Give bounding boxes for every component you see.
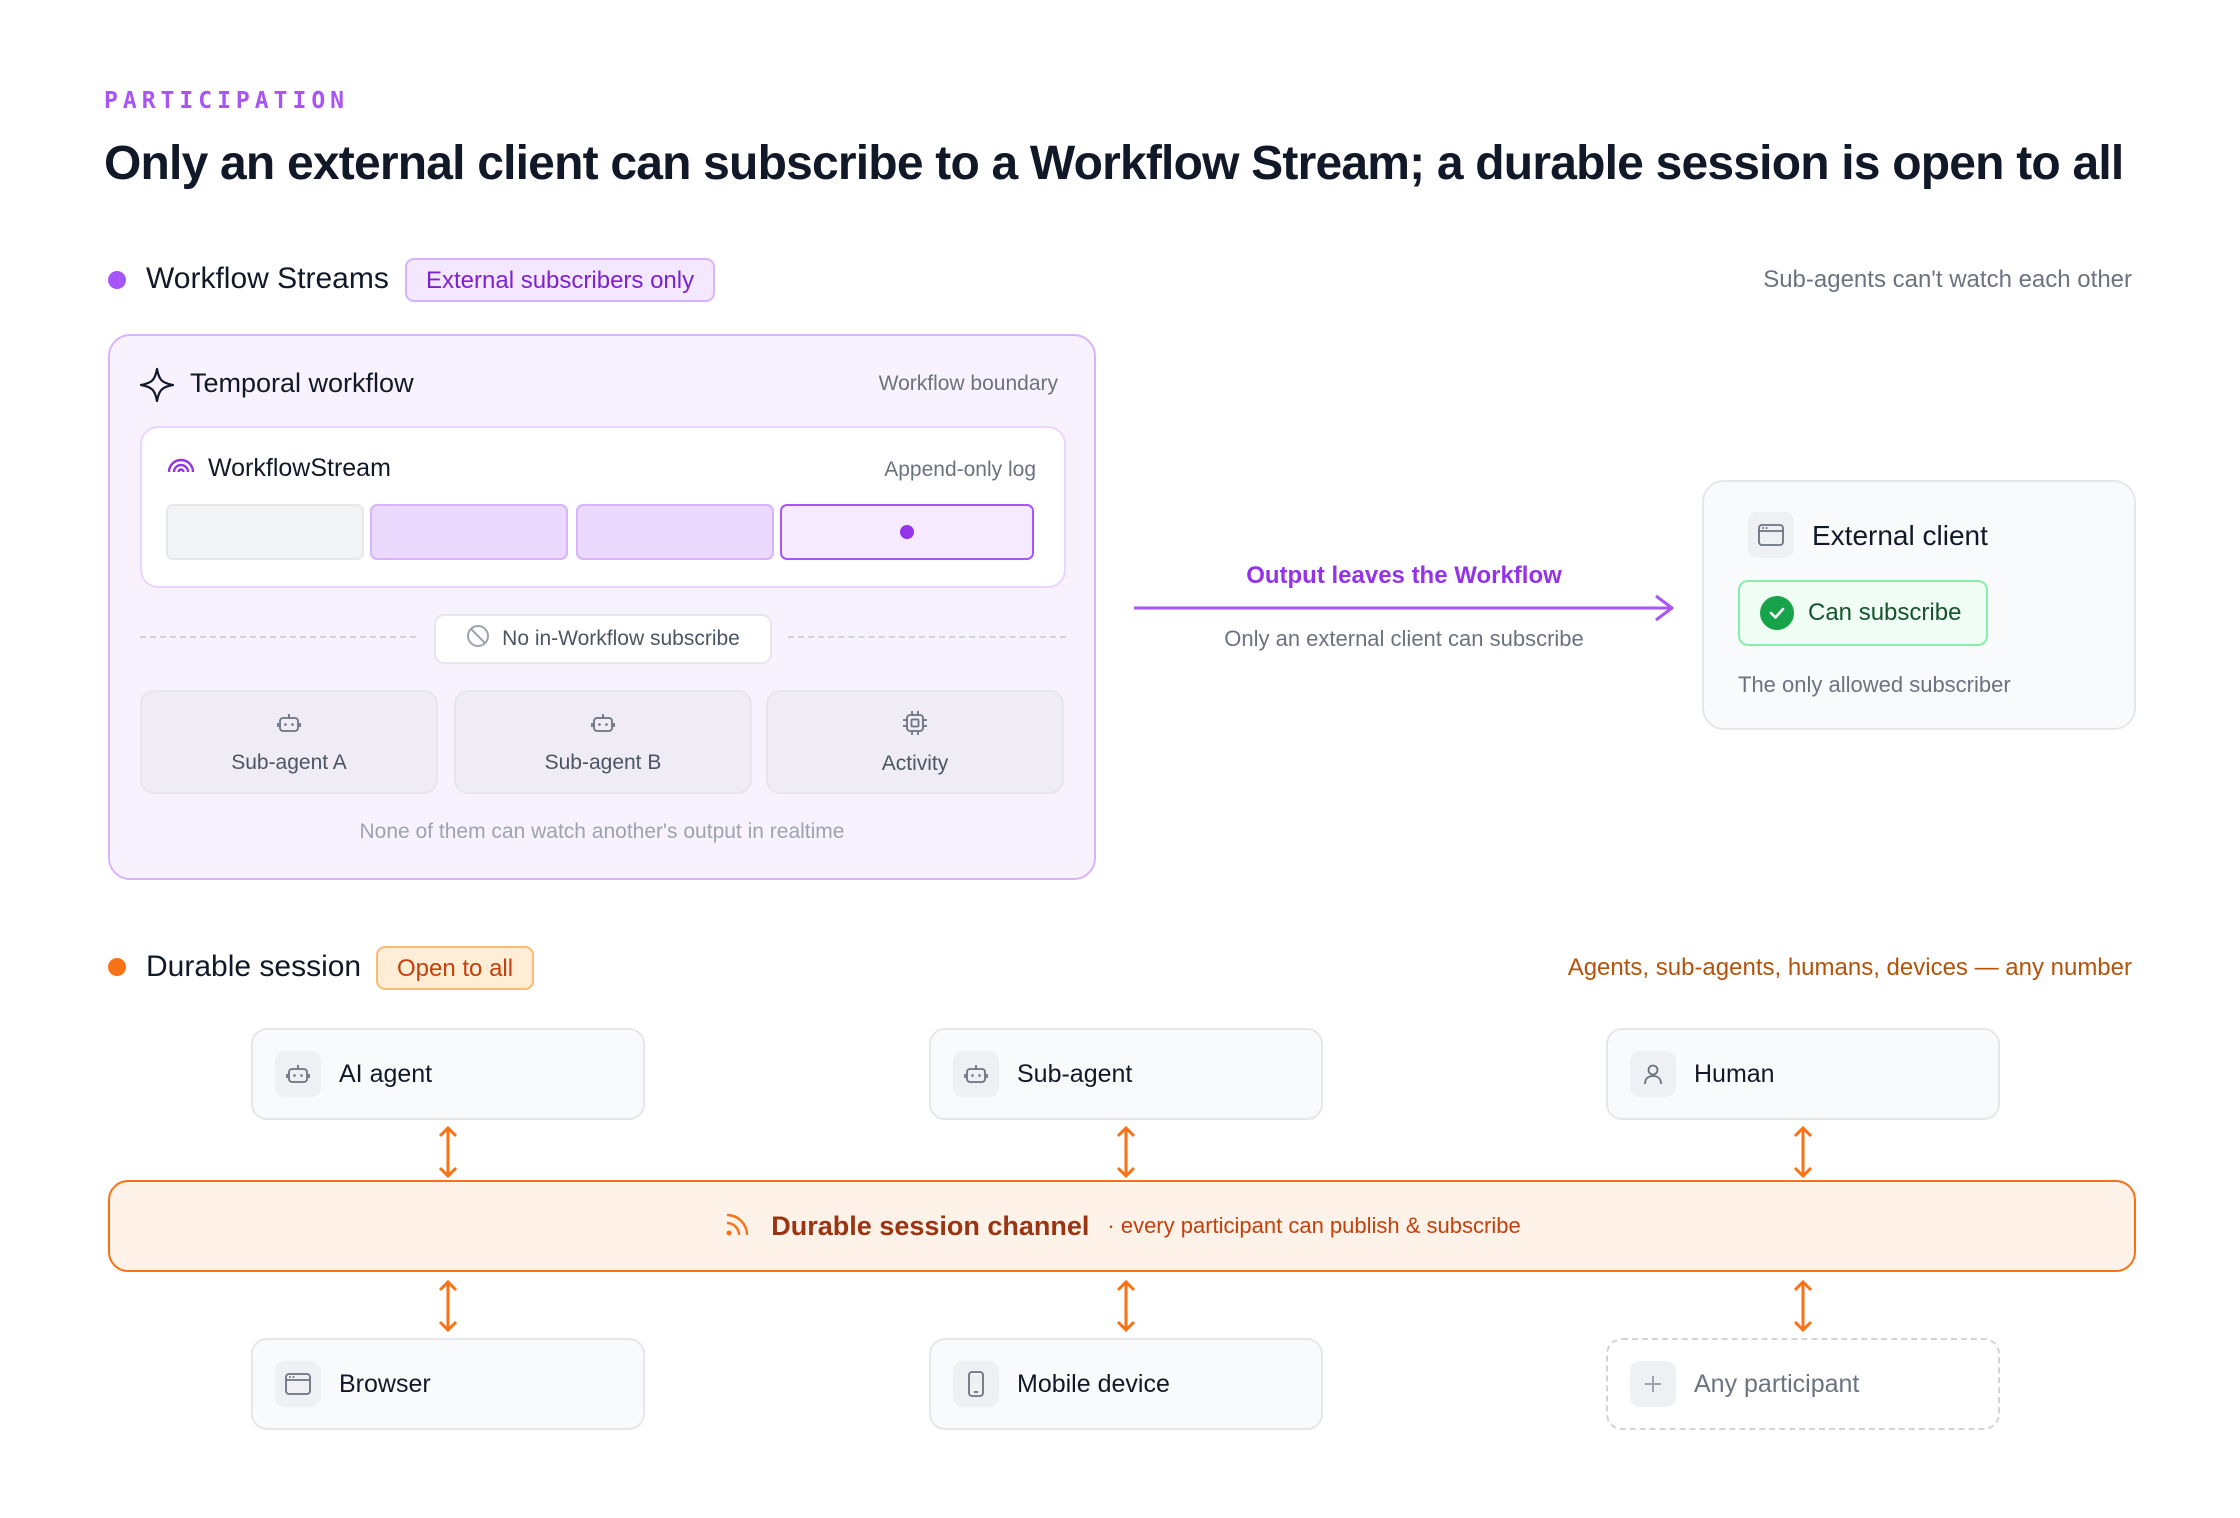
arrow-label: Output leaves the Workflow — [1246, 562, 1562, 589]
no-in-workflow-subscribe-chip: No in-Workflow subscribe — [434, 614, 772, 664]
rainbow-icon — [166, 454, 196, 479]
workflow-stream-title: WorkflowStream — [208, 454, 391, 482]
badge-open-to-all: Open to all — [376, 946, 535, 990]
page-title: Only an external client can subscribe to… — [104, 137, 2124, 190]
section-note-workflow: Sub-agents can't watch each other — [1763, 266, 2132, 293]
browser-window-icon — [1748, 512, 1794, 558]
browser-window-icon — [275, 1361, 321, 1407]
participant-any: Any participant — [1606, 1338, 2000, 1430]
participant-sub-agent: Sub-agent — [929, 1028, 1323, 1120]
workflow-boundary-label: Workflow boundary — [878, 372, 1058, 395]
dashed-separator-right — [788, 636, 1066, 638]
log-slot-2 — [370, 504, 568, 560]
badge-external-subscribers: External subscribers only — [405, 258, 716, 302]
log-slot-3 — [576, 504, 774, 560]
robot-icon — [275, 1051, 321, 1097]
participant-label: Sub-agent A — [231, 750, 347, 774]
cpu-chip-icon — [901, 709, 929, 742]
durable-session-channel: Durable session channel · every particip… — [108, 1180, 2136, 1272]
participant-human: Human — [1606, 1028, 2000, 1120]
check-circle-icon — [1760, 596, 1794, 630]
temporal-workflow-box — [108, 334, 1096, 880]
participant-label: Sub-agent — [1017, 1059, 1133, 1088]
temporal-workflow-title: Temporal workflow — [190, 368, 414, 398]
can-subscribe-label: Can subscribe — [1808, 599, 1962, 626]
append-only-log-label: Append-only log — [884, 458, 1036, 481]
participant-label: Sub-agent B — [544, 750, 662, 774]
double-arrow-icon — [1114, 1278, 1138, 1339]
prohibited-icon — [466, 624, 490, 654]
double-arrow-icon — [436, 1124, 460, 1185]
double-arrow-icon — [436, 1278, 460, 1339]
robot-icon — [590, 710, 616, 741]
section-title-durable-session: Durable session — [146, 950, 362, 983]
external-client-note: The only allowed subscriber — [1738, 672, 2011, 697]
double-arrow-icon — [1791, 1124, 1815, 1185]
participant-mobile-device: Mobile device — [929, 1338, 1323, 1430]
participant-label: Human — [1694, 1059, 1775, 1088]
section-note-durable: Agents, sub-agents, humans, devices — an… — [1567, 954, 2132, 981]
section-dot-workflow — [108, 271, 126, 289]
participant-label: Browser — [339, 1369, 431, 1398]
external-client-title: External client — [1812, 520, 1988, 551]
section-title-workflow-streams: Workflow Streams — [146, 262, 389, 295]
participant-browser: Browser — [251, 1338, 645, 1430]
plus-icon — [1630, 1361, 1676, 1407]
temporal-star-icon — [138, 366, 176, 409]
section-dot-durable — [108, 958, 126, 976]
participant-card-activity: Activity — [766, 690, 1064, 794]
log-head-dot — [900, 525, 914, 539]
log-slot-1 — [166, 504, 364, 560]
can-subscribe-badge: Can subscribe — [1738, 580, 1988, 646]
participant-ai-agent: AI agent — [251, 1028, 645, 1120]
workflow-footer-note: None of them can watch another's output … — [359, 820, 845, 843]
participant-card-sub-agent-a: Sub-agent A — [140, 690, 438, 794]
participant-label: Mobile device — [1017, 1369, 1170, 1398]
log-slot-4 — [780, 504, 1034, 560]
output-arrow — [1134, 594, 1678, 627]
double-arrow-icon — [1791, 1278, 1815, 1339]
robot-icon — [953, 1051, 999, 1097]
participant-card-sub-agent-b: Sub-agent B — [454, 690, 752, 794]
participant-label: Activity — [881, 751, 949, 775]
rss-icon — [723, 1209, 753, 1244]
participant-label: Any participant — [1694, 1369, 1860, 1398]
no-subscribe-label: No in-Workflow subscribe — [502, 627, 740, 650]
channel-title: Durable session channel — [771, 1210, 1090, 1241]
channel-subtitle: · every participant can publish & subscr… — [1107, 1213, 1521, 1238]
eyebrow: PARTICIPATION — [104, 88, 350, 114]
phone-icon — [953, 1361, 999, 1407]
arrow-sublabel: Only an external client can subscribe — [1224, 626, 1584, 651]
double-arrow-icon — [1114, 1124, 1138, 1185]
robot-icon — [276, 710, 302, 741]
participant-label: AI agent — [339, 1059, 433, 1088]
dashed-separator-left — [140, 636, 416, 638]
person-icon — [1630, 1051, 1676, 1097]
